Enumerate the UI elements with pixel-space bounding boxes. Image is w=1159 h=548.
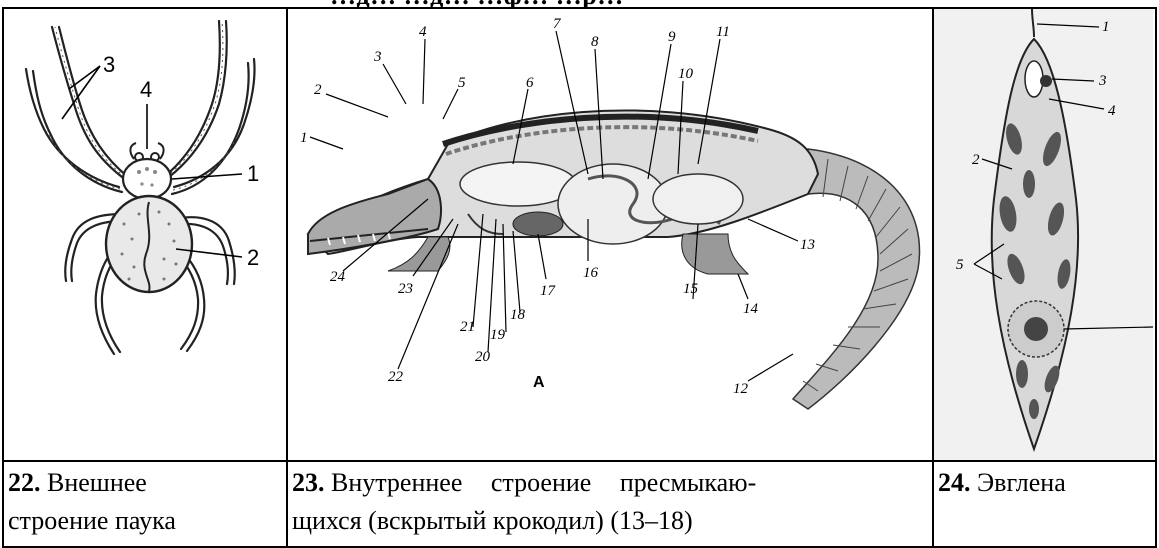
caption-euglena: 24. Эвглена	[933, 461, 1156, 547]
croc-label-12: 12	[733, 381, 749, 397]
caption-spider-line2: строение паука	[8, 506, 176, 535]
croc-label-10: 10	[678, 66, 694, 82]
croc-label-22: 22	[388, 369, 404, 385]
spider-label-4: 4	[140, 77, 152, 102]
croc-label-14: 14	[743, 301, 759, 317]
crocodile-figure-cell: 1 2 3 4 5 6 7 8 9 10 11 12 13 14 15 16 1	[287, 8, 933, 461]
caption-crocodile-line2: щихся (вскрытый крокодил) (13–18)	[292, 506, 693, 535]
croc-label-1: 1	[300, 130, 308, 146]
euglena-drawing: 1 2 3 4 5	[934, 9, 1153, 460]
croc-label-9: 9	[668, 29, 676, 45]
euglena-label-2: 2	[972, 152, 980, 168]
croc-label-17: 17	[540, 283, 557, 299]
euglena-label-3: 3	[1098, 73, 1107, 89]
croc-label-2: 2	[314, 82, 322, 98]
spider-label-3: 3	[103, 52, 115, 77]
croc-label-23: 23	[398, 281, 413, 297]
spider-figure-cell: 3 4 1 2	[3, 8, 287, 461]
caption-spider: 22. Внешнее строение паука	[3, 461, 287, 547]
crocodile-drawing: 1 2 3 4 5 6 7 8 9 10 11 12 13 14 15 16 1	[288, 9, 930, 460]
croc-label-24: 24	[330, 269, 346, 285]
croc-label-21: 21	[460, 319, 475, 335]
croc-label-4: 4	[419, 24, 427, 40]
croc-label-18: 18	[510, 307, 526, 323]
euglena-label-1: 1	[1102, 19, 1110, 35]
croc-panel-letter: А	[533, 374, 545, 391]
figures-table: 3 4 1 2	[2, 7, 1157, 548]
euglena-label-5: 5	[956, 257, 964, 273]
croc-label-7: 7	[553, 16, 562, 32]
croc-label-11: 11	[716, 24, 730, 40]
caption-euglena-number: 24.	[938, 468, 971, 497]
croc-label-5: 5	[458, 75, 466, 91]
croc-label-16: 16	[583, 265, 599, 281]
spider-label-1: 1	[247, 161, 259, 186]
croc-label-3: 3	[373, 49, 382, 65]
euglena-figure-cell: 1 2 3 4 5	[933, 8, 1156, 461]
croc-label-15: 15	[683, 281, 699, 297]
croc-label-19: 19	[490, 327, 506, 343]
spider-drawing: 3 4 1 2	[4, 9, 284, 460]
croc-label-20: 20	[475, 349, 491, 365]
spider-label-2: 2	[247, 245, 259, 270]
caption-spider-number: 22.	[8, 468, 41, 497]
images-row: 3 4 1 2	[3, 8, 1156, 461]
caption-crocodile-line1: Внутреннее строение пресмыкаю-	[331, 468, 756, 497]
caption-spider-line1: Внешнее	[47, 468, 147, 497]
croc-label-13: 13	[800, 237, 815, 253]
captions-row: 22. Внешнее строение паука 23. Внутренне…	[3, 461, 1156, 547]
caption-crocodile: 23. Внутреннее строение пресмыкаю- щихся…	[287, 461, 933, 547]
euglena-label-4: 4	[1108, 103, 1116, 119]
croc-label-8: 8	[591, 34, 599, 50]
croc-label-6: 6	[526, 75, 534, 91]
caption-euglena-line1: Эвглена	[977, 468, 1066, 497]
caption-crocodile-number: 23.	[292, 468, 325, 497]
